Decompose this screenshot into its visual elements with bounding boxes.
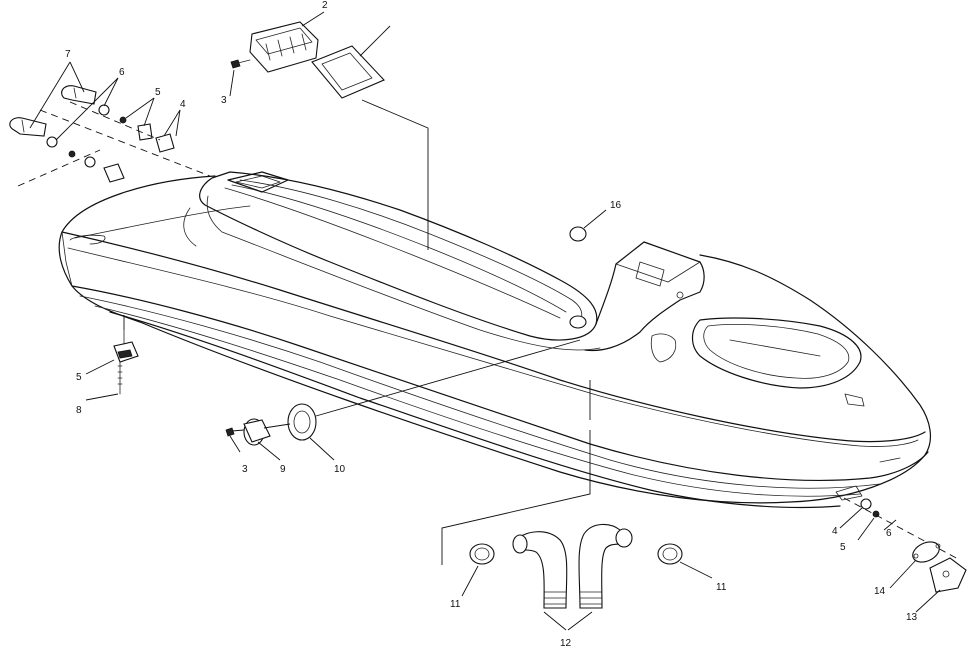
callout-5c: 5 [840, 542, 846, 553]
callout-10: 10 [334, 464, 346, 475]
drain-plug-part [113, 315, 139, 395]
callout-11b: 11 [716, 582, 727, 593]
vent-housing-part [249, 21, 319, 73]
callout-3a: 3 [221, 95, 227, 106]
callout-6b: 6 [886, 528, 892, 539]
callout-3b: 3 [242, 464, 248, 475]
right-fittings-group [843, 497, 967, 593]
elbow-hose-group [441, 470, 683, 631]
callout-6a: 6 [119, 67, 125, 78]
leader-lines [29, 11, 941, 613]
callout-labels: 2 3 7 6 5 4 16 5 8 3 9 10 4 5 6 14 13 11… [65, 0, 918, 649]
callout-16: 16 [610, 200, 622, 211]
hull [58, 171, 932, 509]
callout-14: 14 [874, 586, 886, 597]
callout-9: 9 [280, 464, 286, 475]
callout-11a: 11 [450, 599, 461, 610]
callout-12: 12 [560, 638, 572, 649]
callout-2: 2 [322, 0, 328, 11]
callout-8: 8 [76, 405, 82, 416]
vent-gasket-part [311, 45, 385, 99]
callout-5a: 5 [155, 87, 161, 98]
callout-4b: 4 [832, 526, 838, 537]
callout-7: 7 [65, 49, 71, 60]
plug-part-16 [569, 226, 587, 242]
center-fitting-group [225, 339, 581, 446]
callout-4a: 4 [180, 99, 186, 110]
callout-5b: 5 [76, 372, 82, 383]
screw-part-3a [230, 59, 251, 69]
callout-13: 13 [906, 612, 918, 623]
left-fittings-group [9, 85, 211, 187]
